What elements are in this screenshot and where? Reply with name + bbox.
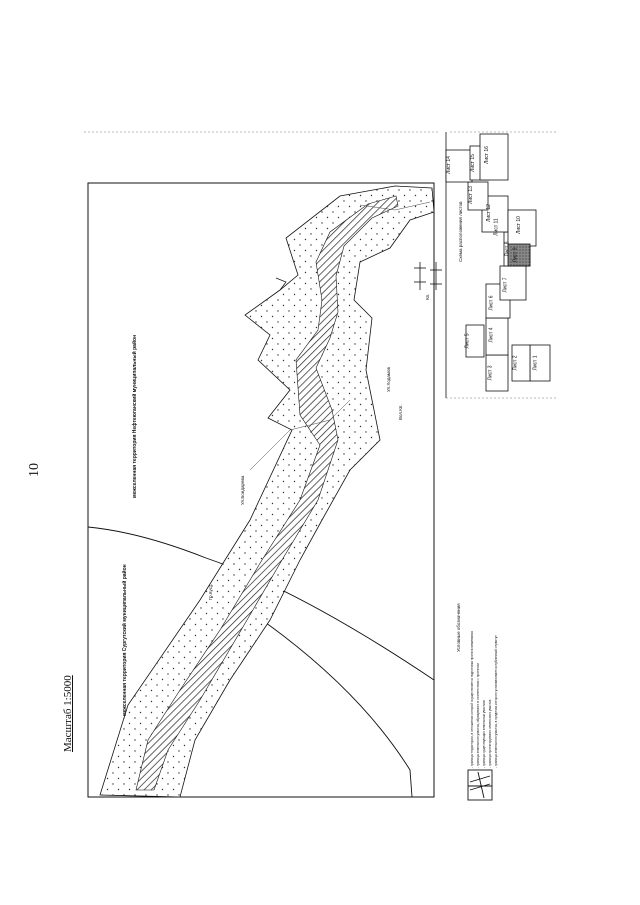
annotation-4: Гр.Куст.: [208, 584, 213, 600]
sheet-label-2: Лист 2: [512, 355, 519, 371]
sheet-label-15: Лист 15: [469, 154, 476, 172]
annotation-3: Кп.: [425, 293, 430, 300]
sheet-label-7: Лист 7: [502, 277, 509, 293]
tower-symbol: [414, 262, 442, 290]
sheet-label-9: Лист 9: [512, 247, 519, 263]
arrow-symbol: [275, 277, 287, 291]
sheet-label-16: Лист 16: [483, 146, 490, 164]
annotation-5: Вол.Кп.: [398, 404, 403, 420]
annotation-2: Ул.Ходамов: [386, 367, 391, 392]
project-territory: [99, 185, 435, 798]
region-label-nefteyugansk: межселенная территория Нефтеюганский мун…: [132, 334, 138, 498]
sheet-label-6: Лист 6: [488, 295, 495, 311]
legend-item-3: - граница существующих земельных участко…: [482, 700, 486, 768]
legend-item-2: - граница земельного участка, образуемог…: [476, 663, 480, 768]
linear-object-hatched: [135, 195, 399, 791]
sheet-label-3: Лист 3: [487, 365, 494, 381]
sheet-label-12: Лист 12: [485, 204, 492, 222]
sheet-label-10: Лист 10: [515, 216, 522, 234]
scale-label: Масштаб 1:5000: [62, 675, 74, 752]
sheet-label-11: Лист 11: [493, 218, 500, 236]
index-sheets: [445, 133, 551, 392]
current-sheet: [507, 243, 531, 267]
annotation-1: Ул.Бондарева: [240, 475, 245, 505]
boundary-arc: [261, 619, 413, 798]
sheet-label-4: Лист 4: [488, 327, 495, 343]
legend-item-1: - граница территории, в отношении которо…: [470, 631, 474, 768]
legend-item-5: - граница земельного участка, в пределах…: [494, 635, 498, 768]
legend-title: Условные обозначения: [456, 603, 461, 652]
sheet-label-13: Лист 13: [467, 186, 474, 204]
sheet-label-1: Лист 1: [532, 355, 539, 371]
sheet-label-8: Лист 8: [504, 241, 511, 257]
legend-item-4: - граница проектируемого земельного учас…: [488, 699, 492, 768]
road-line-2: [359, 201, 431, 211]
index-map-title: Схема расположения листов: [458, 201, 463, 262]
region-label-surgut: межселенная территория Сургутский муници…: [122, 564, 128, 716]
sheet-label-14: Лист 14: [445, 156, 452, 174]
road-line: [249, 399, 351, 471]
sheet-label-5: Лист 5: [464, 333, 471, 349]
legend-symbols: [467, 769, 493, 801]
